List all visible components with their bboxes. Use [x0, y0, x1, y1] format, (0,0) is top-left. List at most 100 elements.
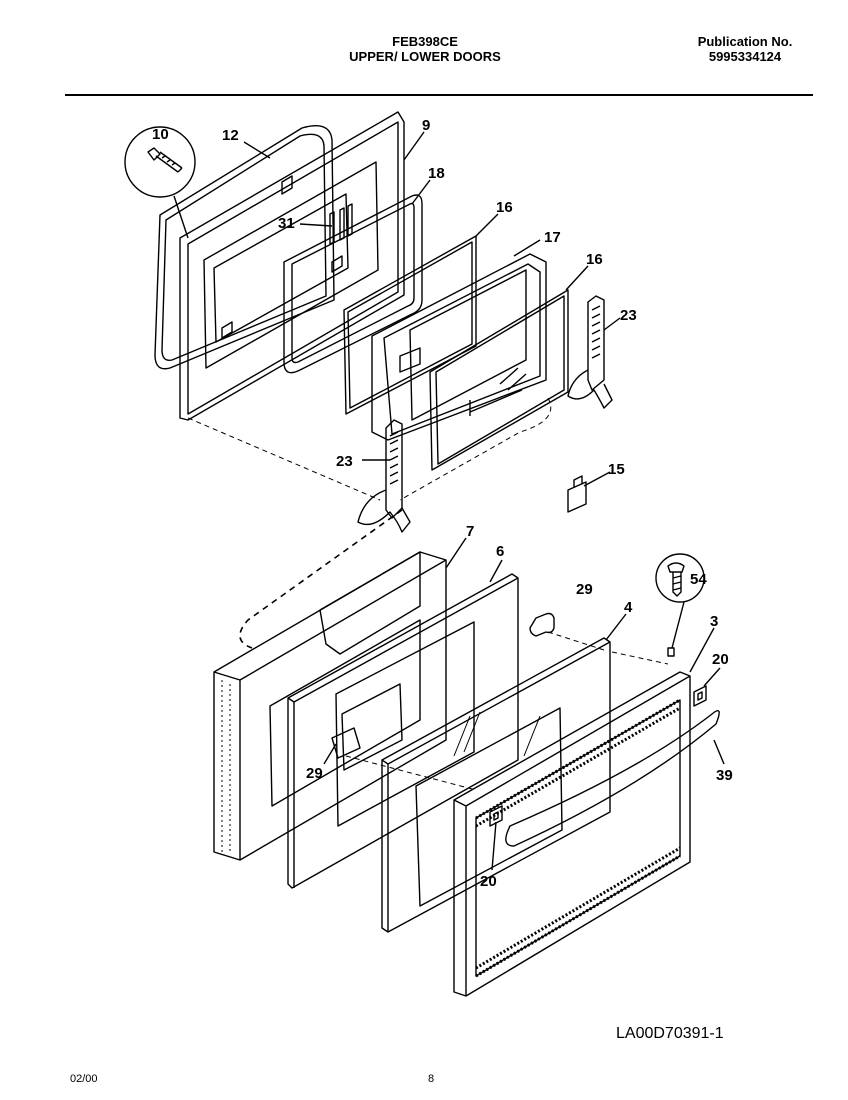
section-title: UPPER/ LOWER DOORS	[349, 49, 501, 64]
leader-23a	[603, 317, 621, 331]
callout-23-left: 23	[336, 453, 353, 470]
screw-leader	[173, 195, 189, 239]
window-frame-18-inner	[291, 202, 415, 364]
callout-29-right: 29	[576, 581, 593, 598]
leader-20b	[491, 821, 497, 871]
publication-block: Publication No. 5995334124	[680, 34, 810, 64]
door-glass-16a-edge	[347, 241, 473, 409]
hinge-23-left	[357, 419, 411, 533]
callout-54: 54	[690, 571, 707, 588]
leader-3	[689, 627, 715, 673]
outer-glass-4-window	[415, 707, 563, 907]
insulation-7-top-block	[319, 551, 421, 655]
leader-16a	[475, 213, 499, 237]
callout-9: 9	[422, 117, 430, 134]
outer-glass-4-edges	[381, 641, 611, 932]
leader-9	[403, 131, 425, 161]
screw-54-leader	[671, 601, 685, 649]
callout-7: 7	[466, 523, 474, 540]
leader-15	[583, 471, 611, 487]
header-rule	[65, 94, 813, 96]
clip-15	[567, 475, 587, 513]
leader-31	[299, 223, 333, 227]
liner-brackets	[221, 175, 343, 339]
glass-reflection	[499, 367, 527, 391]
hinge-23-right	[567, 295, 613, 409]
door-gasket-12-inner	[161, 133, 327, 361]
callout-10: 10	[152, 126, 169, 143]
inner-panel-6-window	[341, 683, 403, 771]
roller-29-left	[331, 727, 361, 759]
door-frame-3-texture-bottom	[475, 846, 681, 978]
roller-29-right	[529, 612, 555, 637]
screw-54-detail-circle	[655, 553, 705, 603]
callout-29-left: 29	[306, 765, 323, 782]
door-liner-9-face	[187, 121, 399, 415]
callout-23-right: 23	[620, 307, 637, 324]
header-title-block: FEB398CE UPPER/ LOWER DOORS	[300, 34, 550, 64]
insulation-7-edges	[213, 559, 447, 860]
callout-16-upper-a: 16	[496, 199, 513, 216]
glass-pack-17-detail	[399, 347, 523, 416]
leader-7	[445, 537, 467, 569]
leader-17	[513, 239, 541, 257]
inner-panel-6-opening	[335, 621, 475, 827]
diagram-code: LA00D70391-1	[616, 1025, 724, 1042]
callout-12: 12	[222, 127, 239, 144]
leader-39	[713, 739, 725, 765]
door-liner-9	[179, 111, 405, 421]
screw-54-icon	[667, 562, 685, 597]
leader-29b	[323, 743, 337, 765]
leader-18	[411, 179, 431, 205]
footer-date: 02/00	[70, 1073, 98, 1085]
screw-icon	[147, 147, 183, 173]
outer-glass-4	[381, 637, 611, 933]
door-gasket-12	[154, 125, 335, 370]
leader-4	[605, 613, 627, 641]
callout-16-upper-b: 16	[586, 251, 603, 268]
callout-20-left: 20	[480, 873, 497, 890]
handle-trim-20-left	[489, 805, 503, 827]
callout-18: 18	[428, 165, 445, 182]
callout-17: 17	[544, 229, 561, 246]
lower-dash-guides	[345, 631, 669, 791]
leader-6	[489, 559, 503, 583]
handle-trim-20-right	[693, 685, 707, 707]
callout-39: 39	[716, 767, 733, 784]
model-number: FEB398CE	[392, 34, 458, 49]
glass-pack-17	[371, 253, 547, 441]
screw-detail-circle	[124, 126, 196, 198]
callout-6: 6	[496, 543, 504, 560]
door-frame-3	[453, 671, 691, 997]
glass-pack-17-window	[409, 269, 527, 421]
door-glass-16a	[343, 235, 477, 415]
callout-31: 31	[278, 215, 295, 232]
callout-15: 15	[608, 461, 625, 478]
insulation-7	[213, 551, 447, 861]
page-number: 8	[428, 1073, 435, 1085]
publication-number: 5995334124	[708, 49, 782, 64]
insulation-7-cutout	[269, 619, 421, 807]
inner-panel-6	[287, 573, 519, 889]
door-handle-39	[505, 710, 720, 847]
leader-12	[243, 141, 271, 159]
door-frame-3-texture	[475, 698, 681, 828]
leader-16b	[565, 265, 589, 291]
leader-20a	[703, 667, 721, 687]
upper-lower-link-dashes	[239, 509, 403, 649]
liner-window-outer	[203, 161, 379, 369]
glass-pack-17-inner	[383, 263, 541, 435]
callout-20-right: 20	[712, 651, 729, 668]
door-frame-3-edges	[453, 675, 691, 996]
screw-54-part	[667, 647, 675, 657]
insulation-texture	[221, 680, 231, 854]
glass-4-reflection	[453, 711, 541, 757]
callout-4: 4	[624, 599, 633, 616]
liner-window	[213, 193, 349, 343]
inner-panel-6-edges	[287, 577, 519, 888]
door-glass-16b	[429, 289, 569, 471]
publication-label: Publication No.	[697, 34, 793, 49]
callout-3: 3	[710, 613, 718, 630]
door-glass-16b-edge	[435, 295, 565, 465]
